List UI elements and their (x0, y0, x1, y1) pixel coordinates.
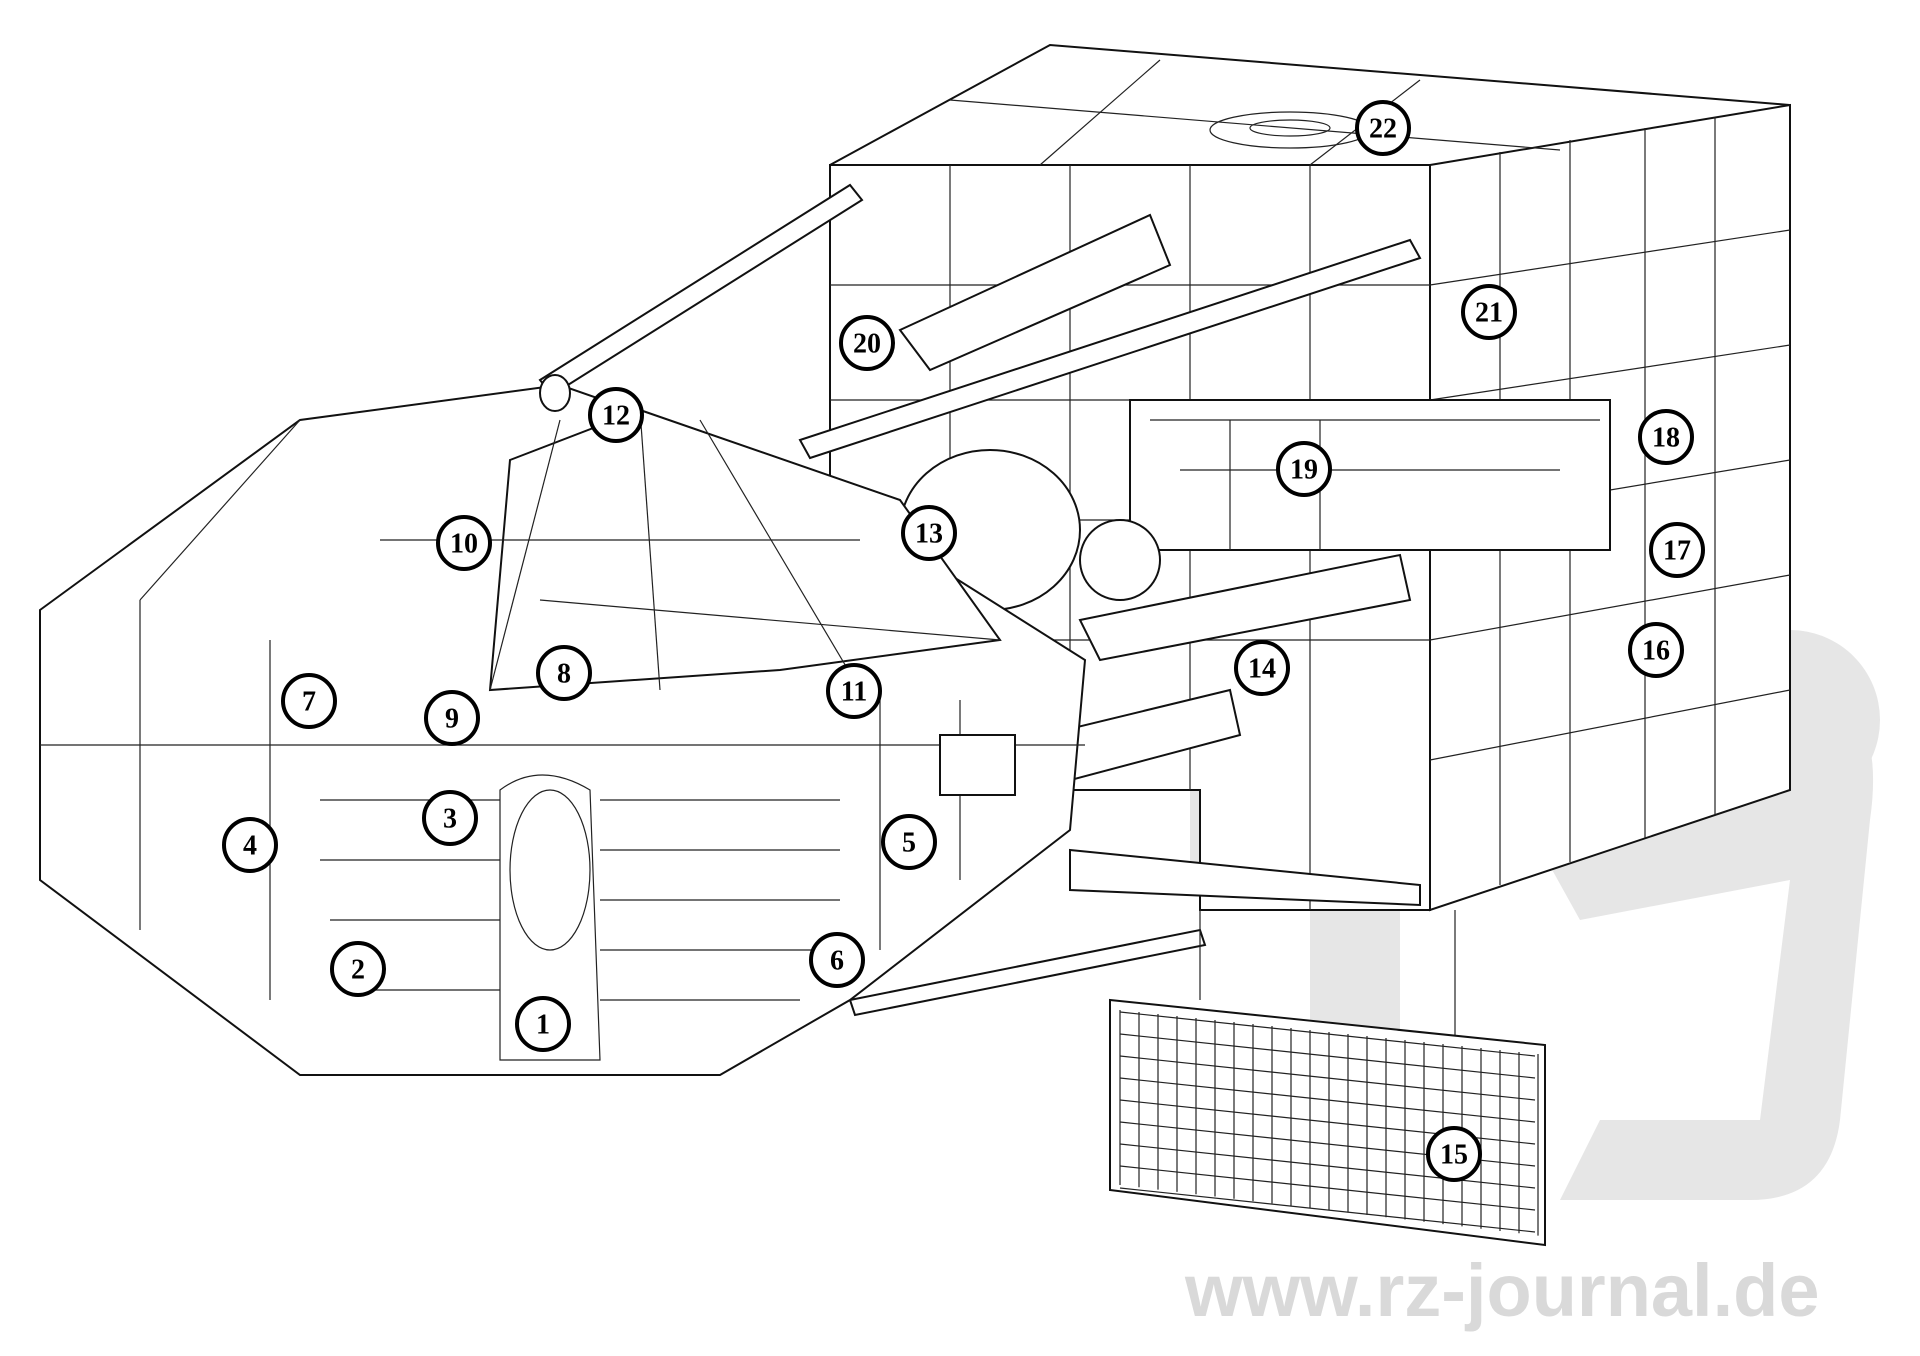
callout-6: 6 (809, 932, 865, 988)
callout-circle (1355, 100, 1411, 156)
callout-14: 14 (1234, 640, 1290, 696)
callout-19: 19 (1276, 441, 1332, 497)
callout-15: 15 (1426, 1126, 1482, 1182)
callout-number: 7 (302, 687, 316, 718)
callout-circle (1649, 522, 1705, 578)
callout-5: 5 (881, 814, 937, 870)
radiator-grid-line (1119, 1033, 1536, 1079)
radiator-grid-line (1119, 1077, 1536, 1123)
callout-number: 2 (351, 955, 365, 986)
callout-number: 3 (443, 804, 457, 835)
callout-circle (536, 645, 592, 701)
callout-circle (1638, 409, 1694, 465)
callout-number: 4 (243, 831, 257, 862)
callout-number: 19 (1290, 455, 1318, 486)
callout-number: 13 (915, 519, 943, 550)
callout-10: 10 (436, 515, 492, 571)
callout-number: 9 (445, 704, 459, 735)
callout-circle (1276, 441, 1332, 497)
callout-number: 18 (1652, 423, 1680, 454)
callout-circle (436, 515, 492, 571)
callout-number: 16 (1642, 636, 1670, 667)
callout-number: 20 (853, 329, 881, 360)
callout-number: 11 (841, 677, 867, 708)
callout-11: 11 (826, 663, 882, 719)
callout-number: 17 (1663, 536, 1691, 567)
callout-circle (1461, 284, 1517, 340)
callout-number: 21 (1475, 298, 1503, 329)
callout-9: 9 (424, 690, 480, 746)
callout-circle (281, 673, 337, 729)
watermark-text: www.rz-journal.de (1184, 1249, 1820, 1332)
callout-8: 8 (536, 645, 592, 701)
callout-circle (422, 790, 478, 846)
callout-number: 6 (830, 946, 844, 977)
callout-20: 20 (839, 315, 895, 371)
callout-22: 22 (1355, 100, 1411, 156)
callout-13: 13 (901, 505, 957, 561)
callout-circle (1628, 622, 1684, 678)
callout-16: 16 (1628, 622, 1684, 678)
callout-circle (588, 387, 644, 443)
callout-1: 1 (515, 996, 571, 1052)
callout-number: 15 (1440, 1140, 1468, 1171)
callout-number: 1 (536, 1010, 550, 1041)
callout-circle (424, 690, 480, 746)
callout-3: 3 (422, 790, 478, 846)
callout-circle (515, 996, 571, 1052)
callout-21: 21 (1461, 284, 1517, 340)
radiator-grid-line (1119, 1055, 1536, 1101)
callout-circle (901, 505, 957, 561)
callout-circle (222, 817, 278, 873)
radiator-grid-line (1119, 1011, 1536, 1057)
callout-number: 12 (602, 401, 630, 432)
callout-number: 8 (557, 659, 571, 690)
callout-circle (881, 814, 937, 870)
callout-number: 14 (1248, 654, 1276, 685)
callout-circle (1426, 1126, 1482, 1182)
callout-number: 22 (1369, 114, 1397, 145)
callout-circle (809, 932, 865, 988)
callout-circle (330, 941, 386, 997)
callout-7: 7 (281, 673, 337, 729)
callout-2: 2 (330, 941, 386, 997)
callout-18: 18 (1638, 409, 1694, 465)
radiator-grid-line (1119, 1187, 1536, 1233)
callout-17: 17 (1649, 522, 1705, 578)
callout-number: 10 (450, 529, 478, 560)
callout-12: 12 (588, 387, 644, 443)
callout-4: 4 (222, 817, 278, 873)
callout-number: 5 (902, 828, 916, 859)
callout-circle (839, 315, 895, 371)
callout-circle (1234, 640, 1290, 696)
radiator-grid-line (1119, 1165, 1536, 1211)
radiator-grid-line (1119, 1143, 1536, 1189)
callout-circle (826, 663, 882, 719)
